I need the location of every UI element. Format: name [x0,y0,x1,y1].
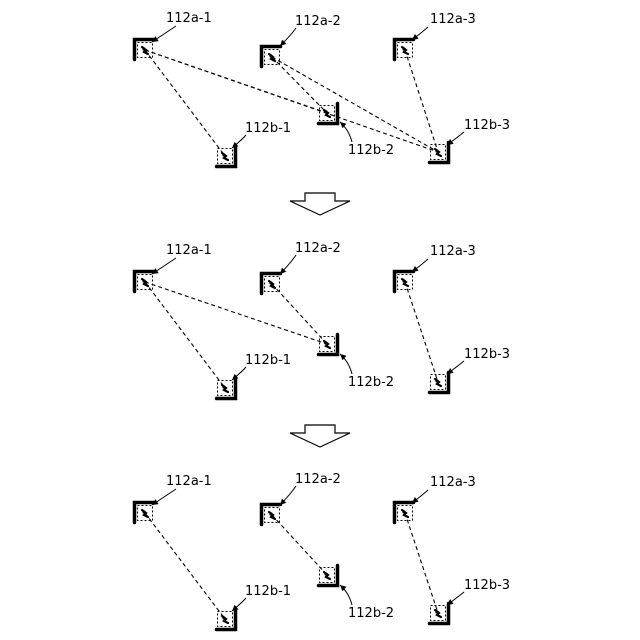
node-mark-dot [269,54,272,57]
node-mark-dot [435,149,438,152]
connection-a3-b3 [405,50,438,152]
label-b1: 112b-1 [245,584,291,599]
label-b3: 112b-3 [464,578,510,593]
node-b1 [217,610,236,630]
connection-a3-b3 [405,282,438,382]
node-b3 [430,373,449,393]
label-a1: 112a-1 [166,11,212,26]
connection-a1-b1 [145,513,225,619]
node-mark-dot [269,512,272,515]
connection-a1-b3 [145,50,438,152]
label-b1: 112b-1 [245,353,291,368]
connection-a2-b3 [272,57,438,152]
node-a1 [135,40,154,60]
node-b2 [319,104,338,124]
stages-layer: 112a-1112a-2112a-3112b-1112b-2112b-3112a… [135,11,511,630]
label-a2: 112a-2 [295,241,341,256]
node-mark-dot [324,572,327,575]
label-a1: 112a-1 [166,474,212,489]
stage-1: 112a-1 112a-2 112a-3 112b-1 112b-2 112b-3 [135,11,511,167]
node-mark-dot [402,510,405,513]
node-b3 [430,143,449,163]
down-block-arrow-icon [290,193,350,215]
connection-a1-b1 [145,50,225,156]
connection-a3-b3 [405,513,438,613]
connection-a1-b2 [145,282,327,344]
connection-a1-b1 [145,282,225,388]
stage-2: 112a-1 112a-2 112a-3 112b-1 112b-2 112b-3 [135,241,511,399]
connection-a2-b2 [272,515,327,575]
label-a2: 112a-2 [295,14,341,29]
connections [145,50,438,156]
label-b3: 112b-3 [464,118,510,133]
node-mark-dot [324,341,327,344]
node-b3 [430,604,449,624]
connection-a2-b2 [272,57,327,113]
connections [145,513,438,619]
label-b1: 112b-1 [245,121,291,136]
node-a1 [135,272,154,292]
node-mark-dot [142,279,145,282]
node-mark-dot [402,47,405,50]
node-a1 [135,503,154,523]
label-leader-arrowhead [412,266,419,272]
node-a3 [395,272,414,292]
node-mark-dot [435,379,438,382]
label-a3: 112a-3 [430,12,476,27]
label-a2: 112a-2 [295,472,341,487]
label-a1: 112a-1 [166,243,212,258]
node-mark-dot [142,510,145,513]
stage-3: 112a-1 112a-2 112a-3 112b-1 112b-2 112b-3 [135,472,511,630]
node-b1 [217,379,236,399]
node-mark-dot [324,110,327,113]
label-b2: 112b-2 [348,606,394,621]
label-leader-arrowhead [412,34,419,40]
node-mark-dot [402,279,405,282]
node-b1 [217,147,236,167]
label-b3: 112b-3 [464,347,510,362]
connections [145,282,438,388]
node-mark-dot [222,153,225,156]
node-a3 [395,40,414,60]
node-mark-dot [142,47,145,50]
node-a3 [395,503,414,523]
node-mark-dot [222,385,225,388]
node-mark-dot [269,281,272,284]
label-b2: 112b-2 [348,143,394,158]
label-a3: 112a-3 [430,244,476,259]
label-leader-arrowhead [412,497,419,503]
label-b2: 112b-2 [348,375,394,390]
node-mark-dot [222,616,225,619]
down-block-arrow-icon [290,425,350,447]
label-a3: 112a-3 [430,475,476,490]
node-mark-dot [435,610,438,613]
transition-arrows-layer [290,193,350,447]
